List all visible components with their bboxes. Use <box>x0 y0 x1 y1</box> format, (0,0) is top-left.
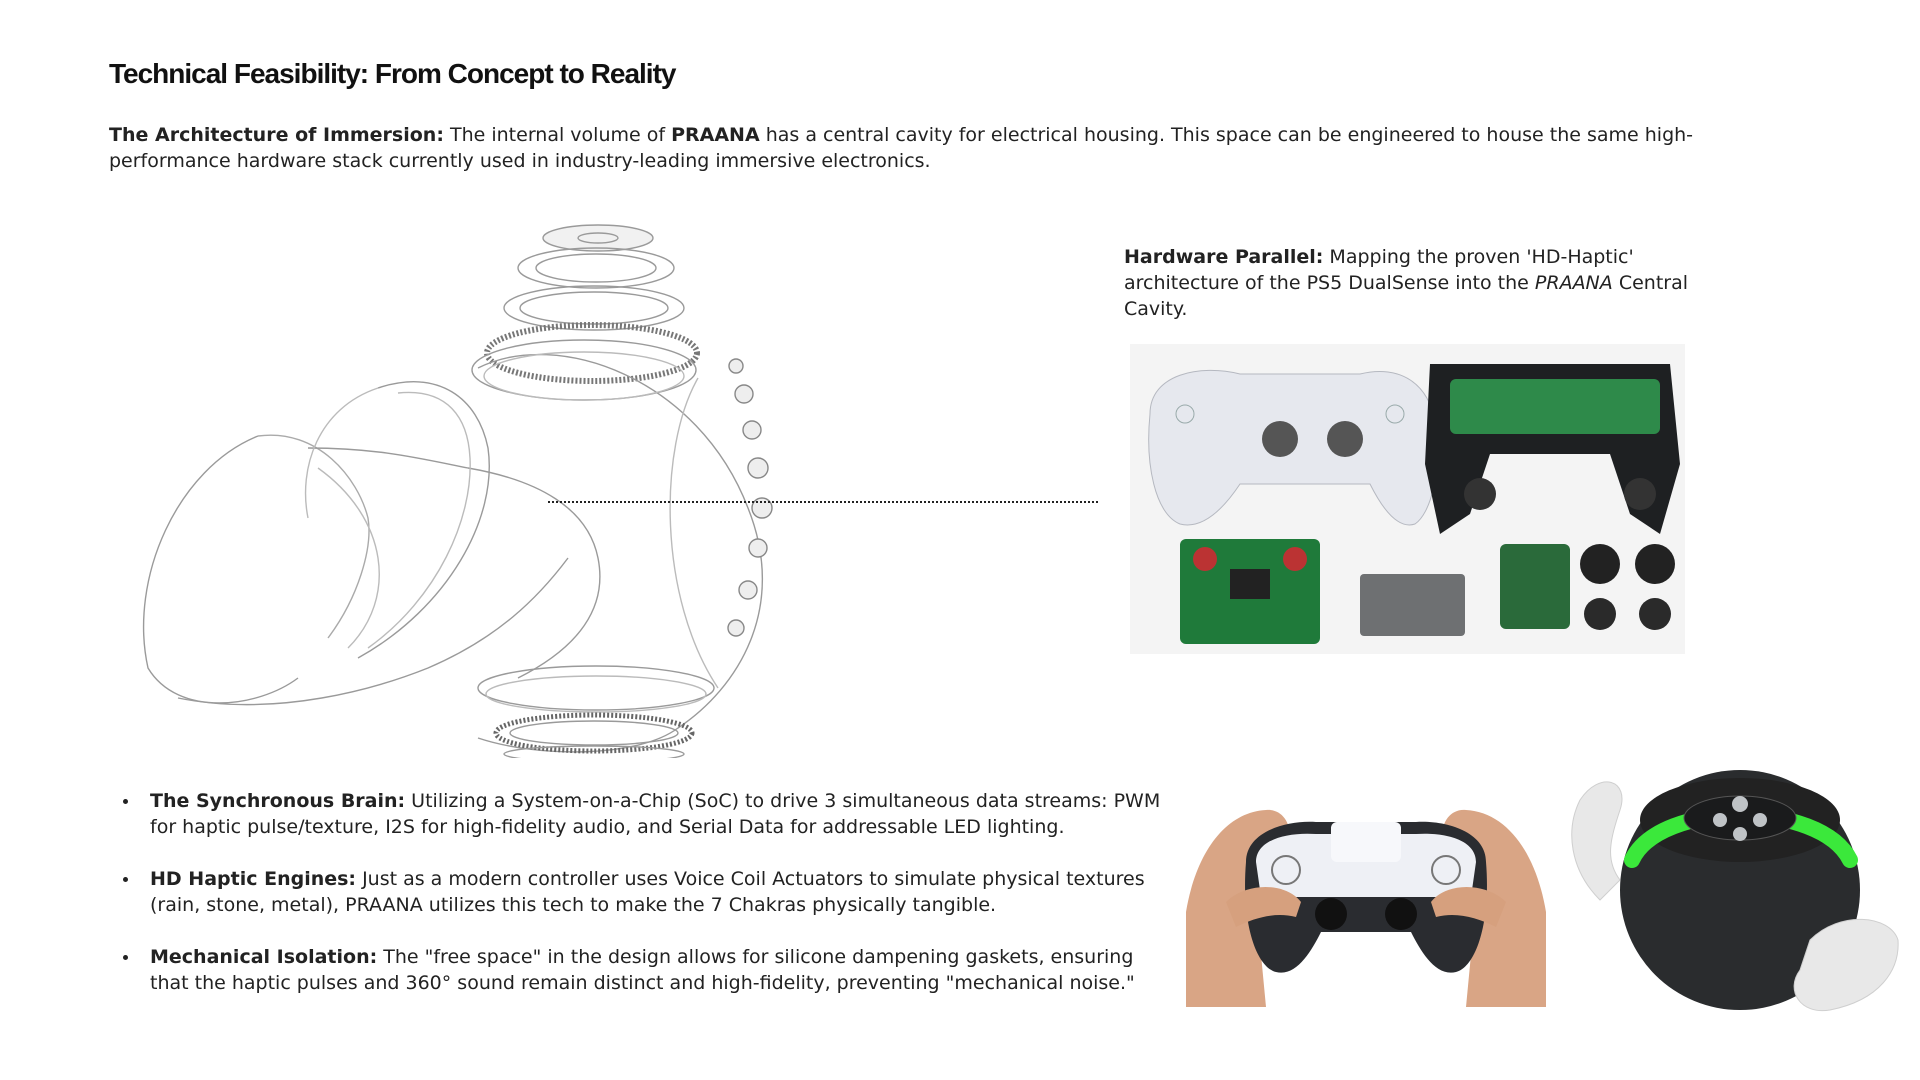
leader-line <box>548 501 1100 503</box>
hardware-caption: Hardware Parallel: Mapping the proven 'H… <box>1124 244 1714 322</box>
bullet-lead: The Synchronous Brain: <box>150 790 406 812</box>
hardware-product: PRAANA <box>1534 272 1613 294</box>
intro-lead: The Architecture of Immersion: <box>109 124 444 146</box>
intro-text-2: has a central cavity for electrical hous… <box>109 124 1694 172</box>
intro-product: PRAANA <box>671 124 760 146</box>
page-title: Technical Feasibility: From Concept to R… <box>109 58 676 89</box>
hardware-text-2: Central Cavity. <box>1124 272 1689 320</box>
bullet-hd-haptic-engines: HD Haptic Engines: Just as a modern cont… <box>140 866 1170 918</box>
hands-holding-controller-image <box>1186 792 1546 1007</box>
bullet-lead: Mechanical Isolation: <box>150 946 378 968</box>
feature-bullet-list: The Synchronous Brain: Utilizing a Syste… <box>118 788 1170 1022</box>
ps5-teardown-image <box>1130 344 1685 654</box>
praana-device-image <box>1560 740 1900 1030</box>
bullet-lead: HD Haptic Engines: <box>150 868 357 890</box>
bullet-text: Utilizing a System-on-a-Chip (SoC) to dr… <box>150 790 1161 838</box>
bullet-text: The "free space" in the design allows fo… <box>150 946 1135 994</box>
bullet-synchronous-brain: The Synchronous Brain: Utilizing a Syste… <box>140 788 1170 840</box>
bullet-mechanical-isolation: Mechanical Isolation: The "free space" i… <box>140 944 1170 996</box>
exploded-sketch-image <box>142 224 773 758</box>
bullet-text: Just as a modern controller uses Voice C… <box>150 868 1145 916</box>
hardware-lead: Hardware Parallel: <box>1124 246 1324 268</box>
intro-text-1: The internal volume of <box>443 124 672 146</box>
hardware-text-1: Mapping the proven 'HD-Haptic' architect… <box>1124 246 1634 294</box>
intro-paragraph: The Architecture of Immersion: The inter… <box>109 122 1799 174</box>
